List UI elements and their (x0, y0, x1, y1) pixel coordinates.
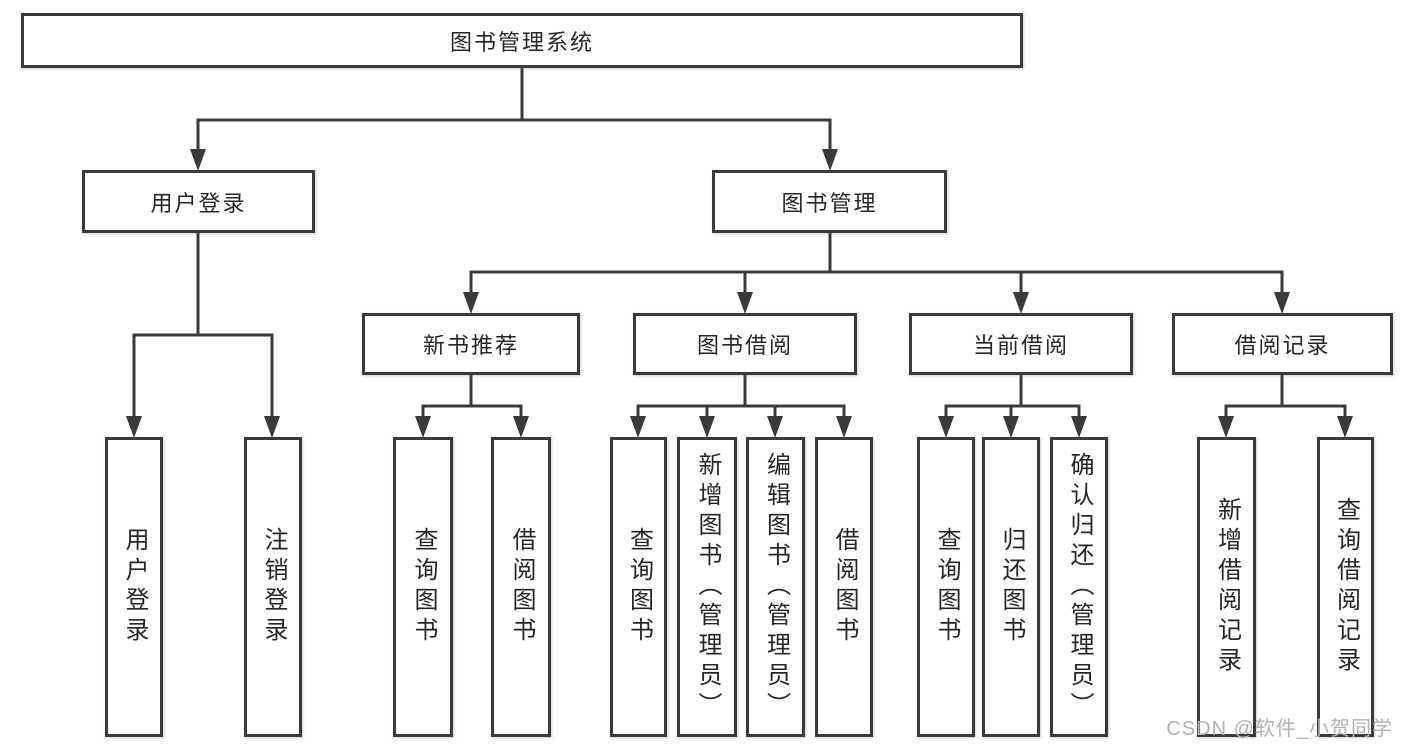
node-book-borrowing-label: 图书借阅 (696, 333, 793, 358)
leaf-return-books-label: 归还图书 (998, 527, 1025, 647)
leaf-edit-books-admin: 编辑图书（管理员） (746, 437, 805, 737)
leaf-borrow-books-recommend: 借阅图书 (491, 437, 551, 737)
leaf-query-books-recommend: 查询图书 (393, 437, 453, 737)
node-root-label: 图书管理系统 (449, 29, 594, 55)
leaf-borrow-books-recommend-label: 借阅图书 (508, 527, 535, 647)
csdn-watermark: CSDN @软件_小贺同学 (1166, 718, 1393, 740)
node-root: 图书管理系统 (21, 13, 1023, 68)
node-current-borrowing: 当前借阅 (909, 313, 1133, 375)
node-new-book-recommend: 新书推荐 (362, 313, 580, 375)
node-user-login: 用户登录 (82, 170, 315, 233)
node-book-borrowing: 图书借阅 (633, 313, 857, 375)
leaf-user-login-label: 用户登录 (121, 527, 148, 647)
node-borrow-records-label: 借阅记录 (1234, 333, 1331, 358)
leaf-confirm-return-admin: 确认归还（管理员） (1050, 437, 1108, 737)
node-user-login-label: 用户登录 (150, 190, 247, 216)
leaf-query-books-borrowing: 查询图书 (610, 437, 667, 737)
leaf-logout-label: 注销登录 (260, 527, 287, 647)
leaf-logout: 注销登录 (244, 437, 302, 737)
leaf-add-borrow-record: 新增借阅记录 (1197, 437, 1256, 737)
node-book-management: 图书管理 (712, 170, 947, 233)
leaf-borrow-books-label: 借阅图书 (831, 527, 858, 647)
leaf-edit-books-admin-label: 编辑图书（管理员） (762, 452, 790, 722)
node-current-borrowing-label: 当前借阅 (972, 333, 1069, 358)
leaf-confirm-return-admin-label: 确认归还（管理员） (1066, 452, 1093, 722)
leaf-query-books-current: 查询图书 (917, 437, 975, 737)
leaf-borrow-books: 借阅图书 (815, 437, 873, 737)
leaf-query-books-current-label: 查询图书 (933, 527, 960, 647)
arrowheads (126, 149, 1353, 438)
node-book-management-label: 图书管理 (781, 190, 878, 216)
node-borrow-records: 借阅记录 (1172, 313, 1393, 375)
leaf-add-borrow-record-label: 新增借阅记录 (1213, 497, 1241, 677)
leaf-return-books: 归还图书 (982, 437, 1040, 737)
node-new-book-recommend-label: 新书推荐 (422, 333, 519, 358)
leaf-query-borrow-record-label: 查询借阅记录 (1332, 497, 1360, 677)
leaf-query-books-recommend-label: 查询图书 (410, 527, 437, 647)
leaf-query-borrow-record: 查询借阅记录 (1317, 437, 1374, 737)
leaf-add-books-admin: 新增图书（管理员） (677, 437, 737, 737)
leaf-query-books-borrowing-label: 查询图书 (625, 527, 653, 647)
leaf-add-books-admin-label: 新增图书（管理员） (694, 452, 721, 722)
leaf-user-login: 用户登录 (105, 437, 163, 737)
